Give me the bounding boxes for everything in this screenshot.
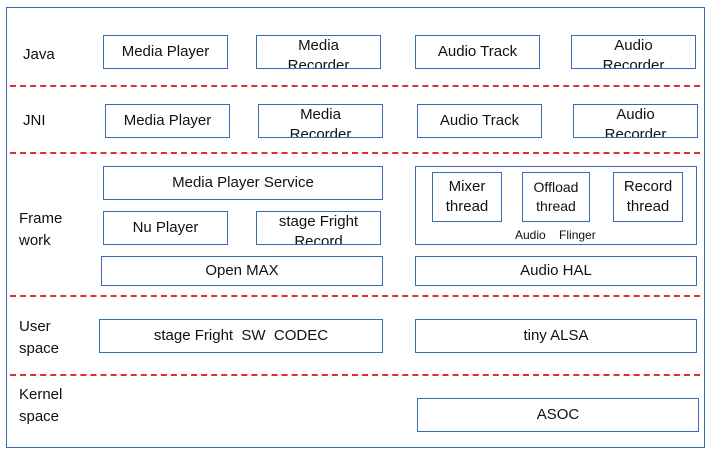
layer-label-jni: JNI <box>23 112 46 129</box>
jni-media-player-label: Media Player <box>123 112 212 129</box>
offload-thread-label: Offload thread <box>533 179 579 214</box>
java-audio-track-box: Audio Track <box>415 35 540 69</box>
jni-audio-recorder-label: Audio Recorder <box>604 106 667 138</box>
stagefright-record-label: stage Fright Record <box>278 213 359 245</box>
java-audio-recorder-label: Audio Recorder <box>602 37 665 69</box>
mixer-thread-box: Mixer thread <box>432 172 502 222</box>
audio-flinger-caption: Audio Flinger <box>515 228 596 242</box>
asoc-label: ASOC <box>536 406 580 423</box>
divider-framework-user <box>10 295 700 297</box>
layer-label-user-space: User space <box>19 318 60 357</box>
java-media-recorder-label: Media Recorder <box>287 37 350 69</box>
java-media-player-label: Media Player <box>121 43 210 60</box>
jni-media-recorder-label: Media Recorder <box>289 106 352 138</box>
media-player-service-box: Media Player Service <box>103 166 383 200</box>
layer-label-framework: Frame work <box>19 210 63 249</box>
java-media-player-box: Media Player <box>103 35 228 69</box>
media-player-service-label: Media Player Service <box>172 174 314 191</box>
offload-thread-box: Offload thread <box>522 172 590 222</box>
audio-hal-box: Audio HAL <box>415 256 697 286</box>
jni-media-player-box: Media Player <box>105 104 230 138</box>
mixer-thread-label: Mixer thread <box>445 178 489 215</box>
tiny-alsa-label: tiny ALSA <box>523 327 589 344</box>
layer-label-java: Java <box>23 46 55 63</box>
java-audio-track-label: Audio Track <box>437 43 518 60</box>
jni-audio-track-box: Audio Track <box>417 104 542 138</box>
jni-media-recorder-box: Media Recorder <box>258 104 383 138</box>
diagram-frame <box>6 7 705 448</box>
stagefright-record-box: stage Fright Record <box>256 211 381 245</box>
open-max-box: Open MAX <box>101 256 383 286</box>
record-thread-label: Record thread <box>623 178 673 215</box>
divider-jni-framework <box>10 152 700 154</box>
open-max-label: Open MAX <box>205 262 279 279</box>
nu-player-box: Nu Player <box>103 211 228 245</box>
divider-java-jni <box>10 85 700 87</box>
divider-user-kernel <box>10 374 700 376</box>
record-thread-box: Record thread <box>613 172 683 222</box>
java-media-recorder-box: Media Recorder <box>256 35 381 69</box>
jni-audio-recorder-box: Audio Recorder <box>573 104 698 138</box>
asoc-box: ASOC <box>417 398 699 432</box>
tiny-alsa-box: tiny ALSA <box>415 319 697 353</box>
sw-codec-box: stage Fright SW CODEC <box>99 319 383 353</box>
jni-audio-track-label: Audio Track <box>439 112 520 129</box>
sw-codec-label: stage Fright SW CODEC <box>153 327 329 344</box>
audio-hal-label: Audio HAL <box>520 262 592 279</box>
nu-player-label: Nu Player <box>132 219 199 236</box>
layer-label-kernel-space: Kernel space <box>19 386 63 425</box>
java-audio-recorder-box: Audio Recorder <box>571 35 696 69</box>
